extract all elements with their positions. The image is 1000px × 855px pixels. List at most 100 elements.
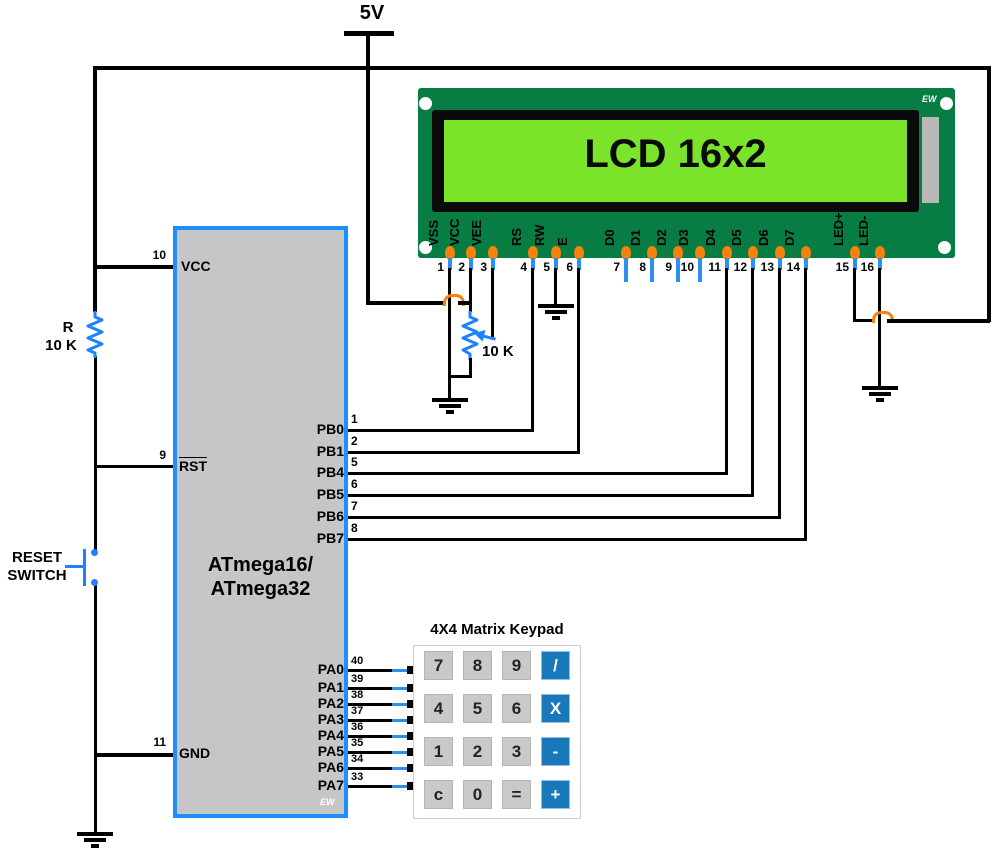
keypad-key-0[interactable]: 0: [463, 780, 492, 809]
wire-ledm-down: [878, 268, 881, 386]
lcd-pin-label-vss: VSS: [426, 219, 441, 246]
mcu-pin-number-pa4: 36: [351, 721, 364, 733]
lcd-brand-watermark: EW: [922, 94, 937, 104]
wire-rw-down: [554, 268, 557, 304]
keypad-key-1[interactable]: 1: [424, 737, 453, 766]
keypad-terminal-pa4: [407, 732, 415, 740]
keypad-key-5[interactable]: 5: [463, 694, 492, 723]
keypad-key-divide[interactable]: /: [541, 651, 570, 680]
lcd-pin-number-11: 11: [708, 260, 721, 274]
wire-pa6-black: [348, 767, 392, 770]
wire-vee-down: [491, 268, 494, 338]
lcd-pin-number-2: 2: [458, 260, 465, 274]
wire-pa3-blue: [392, 719, 410, 722]
mcu-pin-label-pa0: PA0: [317, 661, 344, 677]
wire-rst-pin: [95, 465, 175, 468]
potentiometer-symbol[interactable]: [460, 310, 480, 360]
wire-left-drop-lower: [94, 584, 97, 834]
wire-ledp-down: [853, 268, 856, 322]
wire-d6-down: [778, 268, 781, 519]
wire-pa0-blue: [392, 669, 410, 672]
keypad-key-equals[interactable]: =: [502, 780, 531, 809]
lcd-pin-number-4: 4: [520, 260, 527, 274]
keypad-terminal-pa0: [407, 666, 415, 674]
mcu-pin-label-pb0: PB0: [316, 421, 344, 437]
lcd-hole-tl: [419, 97, 432, 110]
lcd-pin-number-12: 12: [733, 260, 747, 274]
lcd-pad-6: [574, 246, 584, 260]
lcd-pad-2: [466, 246, 476, 260]
lcd-stub-13: [778, 258, 782, 270]
lcd-pin-number-3: 3: [480, 260, 487, 274]
lcd-pin-number-9: 9: [665, 260, 672, 274]
mcu-name-line2: ATmega32: [210, 578, 311, 600]
mcu-pin-label-pb6: PB6: [316, 508, 344, 524]
lcd-pin-number-16: 16: [860, 260, 874, 274]
keypad-key-4[interactable]: 4: [424, 694, 453, 723]
lcd-pad-11: [722, 246, 732, 260]
ground-icon-left: [77, 832, 113, 850]
lcd-stub-11: [725, 258, 729, 270]
mcu-pin-label-pa5: PA5: [317, 743, 344, 759]
mcu-pin-number-pa5: 35: [351, 737, 364, 749]
keypad-key-9[interactable]: 9: [502, 651, 531, 680]
ground-icon-rw: [538, 304, 574, 322]
lcd-pad-14: [801, 246, 811, 260]
wire-pb4-d4: [348, 472, 728, 475]
wire-pa4-blue: [392, 735, 410, 738]
lcd-hole-bl: [419, 241, 432, 254]
wire-pa0-black: [348, 669, 392, 672]
keypad-key-7[interactable]: 7: [424, 651, 453, 680]
mcu-chip[interactable]: [173, 226, 348, 818]
wire-pa1-black: [348, 687, 392, 690]
mcu-pin-label-rst: RST: [179, 458, 207, 474]
keypad-key-8[interactable]: 8: [463, 651, 492, 680]
ground-icon-vss: [432, 398, 468, 416]
lcd-pin-label-rs: RS: [509, 227, 524, 246]
resistor-symbol[interactable]: [85, 310, 105, 358]
reset-switch-label-2: SWITCH: [7, 567, 67, 584]
mcu-pin-number-pb4: 5: [351, 455, 358, 469]
mcu-pin-number-pb0: 1: [351, 412, 358, 426]
lcd-stub-3: [491, 258, 495, 270]
mcu-pin-number-pb1: 2: [351, 434, 358, 448]
lcd-pad-15: [850, 246, 860, 260]
wire-pb6-d6: [348, 516, 781, 519]
keypad-key-2[interactable]: 2: [463, 737, 492, 766]
wire-pb7-d7: [348, 538, 807, 541]
wire-pot-bottom-v: [469, 358, 472, 378]
lcd-pin-number-15: 15: [835, 260, 849, 274]
keypad-terminal-pa5: [407, 748, 415, 756]
mcu-pin-number-pb5: 6: [351, 477, 358, 491]
lcd-screen: [444, 120, 907, 202]
keypad-key-multiply[interactable]: X: [541, 694, 570, 723]
lcd-pin-label-ledm: LED-: [856, 215, 871, 246]
wire-left-drop-mid: [94, 356, 97, 552]
lcd-pin-label-ledp: LED+: [831, 212, 846, 246]
wire-left-drop-upper: [93, 66, 97, 312]
lcd-pad-1: [445, 246, 455, 260]
lcd-pad-5: [551, 246, 561, 260]
keypad-key-plus[interactable]: +: [541, 780, 570, 809]
wire-ledp-h2: [887, 319, 990, 323]
lcd-stub-5: [554, 258, 558, 270]
keypad-key-6[interactable]: 6: [502, 694, 531, 723]
wire-pa6-blue: [392, 767, 410, 770]
keypad-key-3[interactable]: 3: [502, 737, 531, 766]
switch-stem: [65, 565, 84, 568]
mcu-pin-number-gnd: 11: [153, 735, 166, 749]
keypad-key-clear[interactable]: c: [424, 780, 453, 809]
switch-plunger-bar[interactable]: [83, 549, 86, 586]
keypad-key-minus[interactable]: -: [541, 737, 570, 766]
mcu-pin-label-pa3: PA3: [317, 711, 344, 727]
wire-d7-down: [804, 268, 807, 541]
lcd-hole-br: [938, 241, 951, 254]
mcu-pin-label-pb7: PB7: [316, 530, 344, 546]
lcd-stub-15: [853, 258, 857, 270]
lcd-pin-label-vcc: VCC: [447, 218, 462, 246]
lcd-pad-7: [621, 246, 631, 260]
wire-pa5-black: [348, 751, 392, 754]
mcu-pin-label-pa1: PA1: [317, 679, 344, 695]
wire-pa7-black: [348, 785, 392, 788]
mcu-pin-number-pb6: 7: [351, 499, 358, 513]
